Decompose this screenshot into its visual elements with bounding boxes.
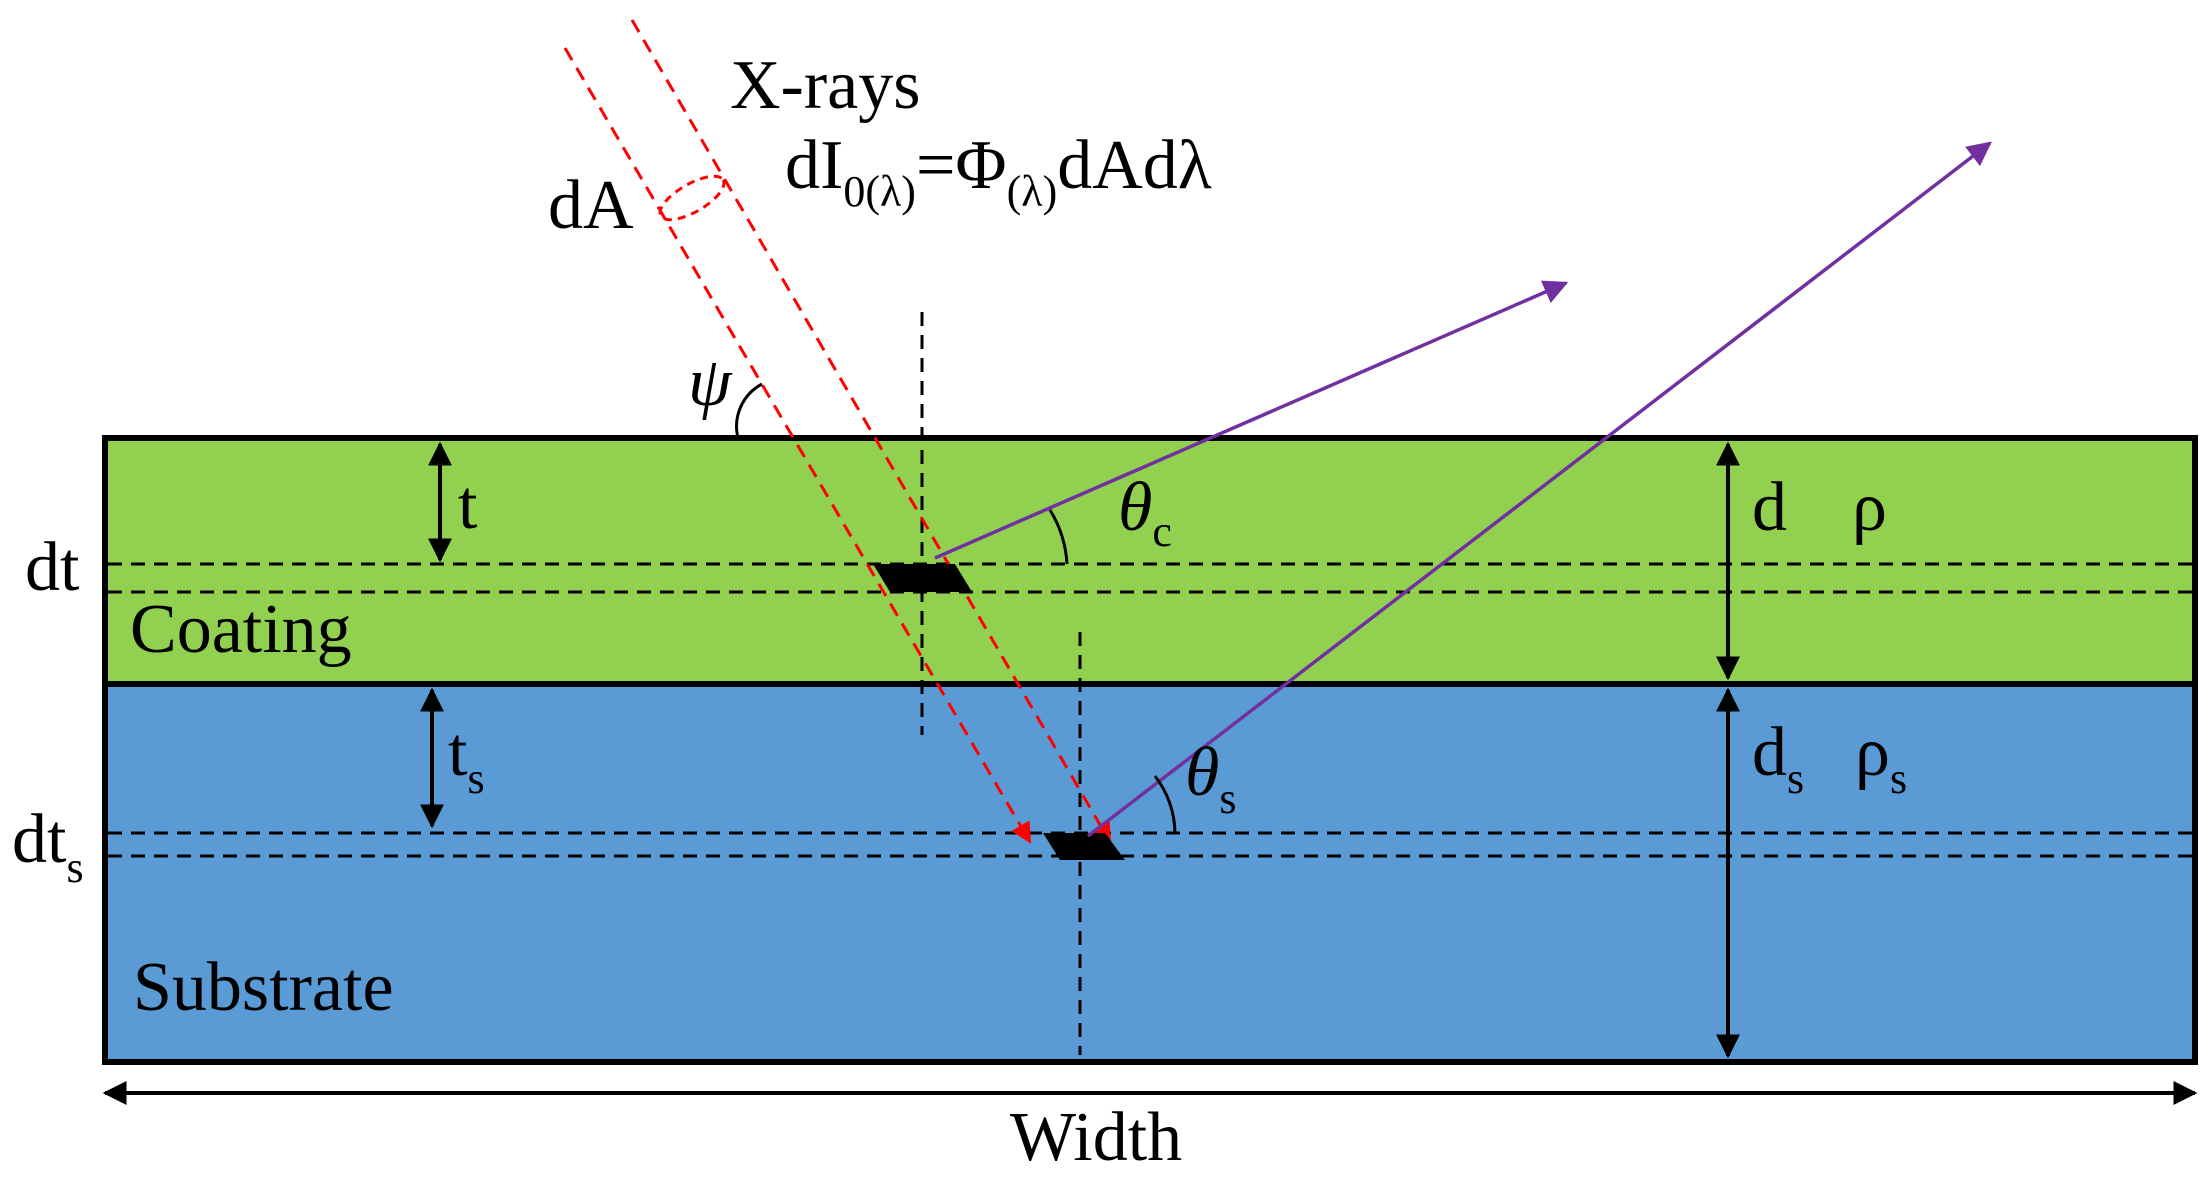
theta-c-label: θc [1118,469,1172,556]
substrate-emission-ray [1086,141,1992,838]
coating-layer [102,435,2198,687]
xray-beam-left [563,47,1032,844]
theta-c-angle-arc [1048,509,1069,565]
beam-cross-section-da [658,174,726,222]
substrate-volume-element [1043,833,1125,860]
width-label: Width [1010,1099,1182,1176]
rho-s-label: ρs [1855,714,1907,803]
coating-emission-ray [934,280,1569,560]
rho-label: ρ [1852,469,1887,546]
d-label: d [1752,469,1787,546]
ts-label: ts [448,714,485,803]
substrate-layer [102,681,2198,1065]
ds-label: ds [1752,714,1804,803]
dt-label: dt [25,529,80,606]
xray-beam-right [630,19,1112,844]
coating-volume-element [873,564,972,592]
theta-s-angle-arc [1153,775,1177,834]
theta-s-label: θs [1185,734,1237,823]
xrays-label: X-rays [730,47,920,124]
da-label: dA [548,167,634,244]
coating-label: Coating [130,591,352,668]
psi-angle-arc [735,382,763,439]
dts-label: dts [12,801,84,892]
t-label: t [458,467,478,544]
psi-label: ψ [688,344,733,421]
substrate-label: Substrate [133,949,394,1026]
flux-equation: dI0(λ)=Φ(λ)dAdλ [785,127,1212,216]
